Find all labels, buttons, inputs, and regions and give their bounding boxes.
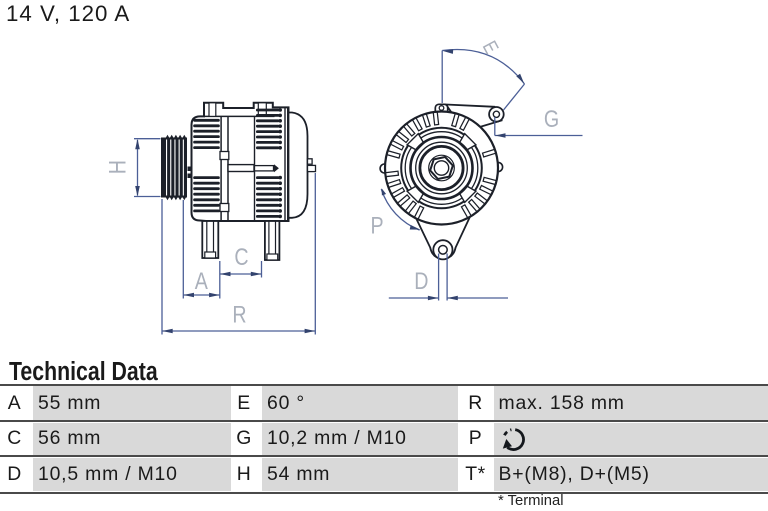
svg-text:C: C — [234, 243, 248, 270]
svg-text:R: R — [232, 301, 246, 328]
svg-text:A: A — [195, 267, 208, 294]
svg-text:P: P — [370, 212, 383, 239]
svg-text:E: E — [478, 37, 503, 57]
svg-text:H: H — [104, 160, 131, 174]
svg-text:D: D — [414, 267, 428, 294]
svg-text:G: G — [544, 105, 559, 132]
